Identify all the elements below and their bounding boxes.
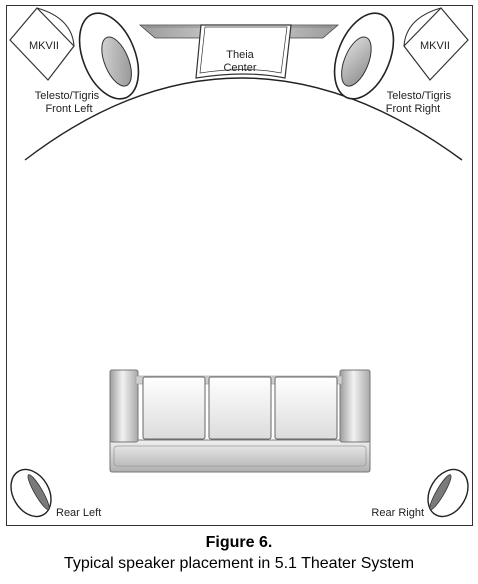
rear-right-label: Rear Right xyxy=(371,507,424,519)
center-speaker xyxy=(195,24,292,79)
sofa-cushion-right xyxy=(274,376,338,440)
rear-right-speaker xyxy=(427,468,469,518)
sub-left-speaker xyxy=(9,7,75,81)
sub-right-speaker xyxy=(403,7,469,81)
sub-right-label: MKVII xyxy=(420,40,450,52)
sofa xyxy=(109,369,371,473)
sofa-cushion-middle xyxy=(208,376,272,440)
center-speaker-label-line2: Center xyxy=(223,62,256,74)
sub-left-label: MKVII xyxy=(29,40,59,52)
front-left-speaker xyxy=(78,12,140,100)
front-left-label-line1: Telesto/Tigris xyxy=(35,90,100,102)
sofa-cushion-left xyxy=(142,376,206,440)
figure-number: Figure 6. xyxy=(205,534,273,551)
front-right-speaker xyxy=(333,12,395,100)
front-right-label-line2: Front Right xyxy=(386,103,440,115)
figure-caption: Typical speaker placement in 5.1 Theater… xyxy=(63,555,415,572)
rear-left-speaker xyxy=(10,468,52,518)
center-speaker-label-line1: Theia xyxy=(226,49,254,61)
room-outline xyxy=(6,5,473,526)
front-left-label-line2: Front Left xyxy=(45,103,92,115)
listening-arc xyxy=(24,77,463,161)
front-right-label-line1: Telesto/Tigris xyxy=(387,90,452,102)
rear-left-label: Rear Left xyxy=(56,507,101,519)
